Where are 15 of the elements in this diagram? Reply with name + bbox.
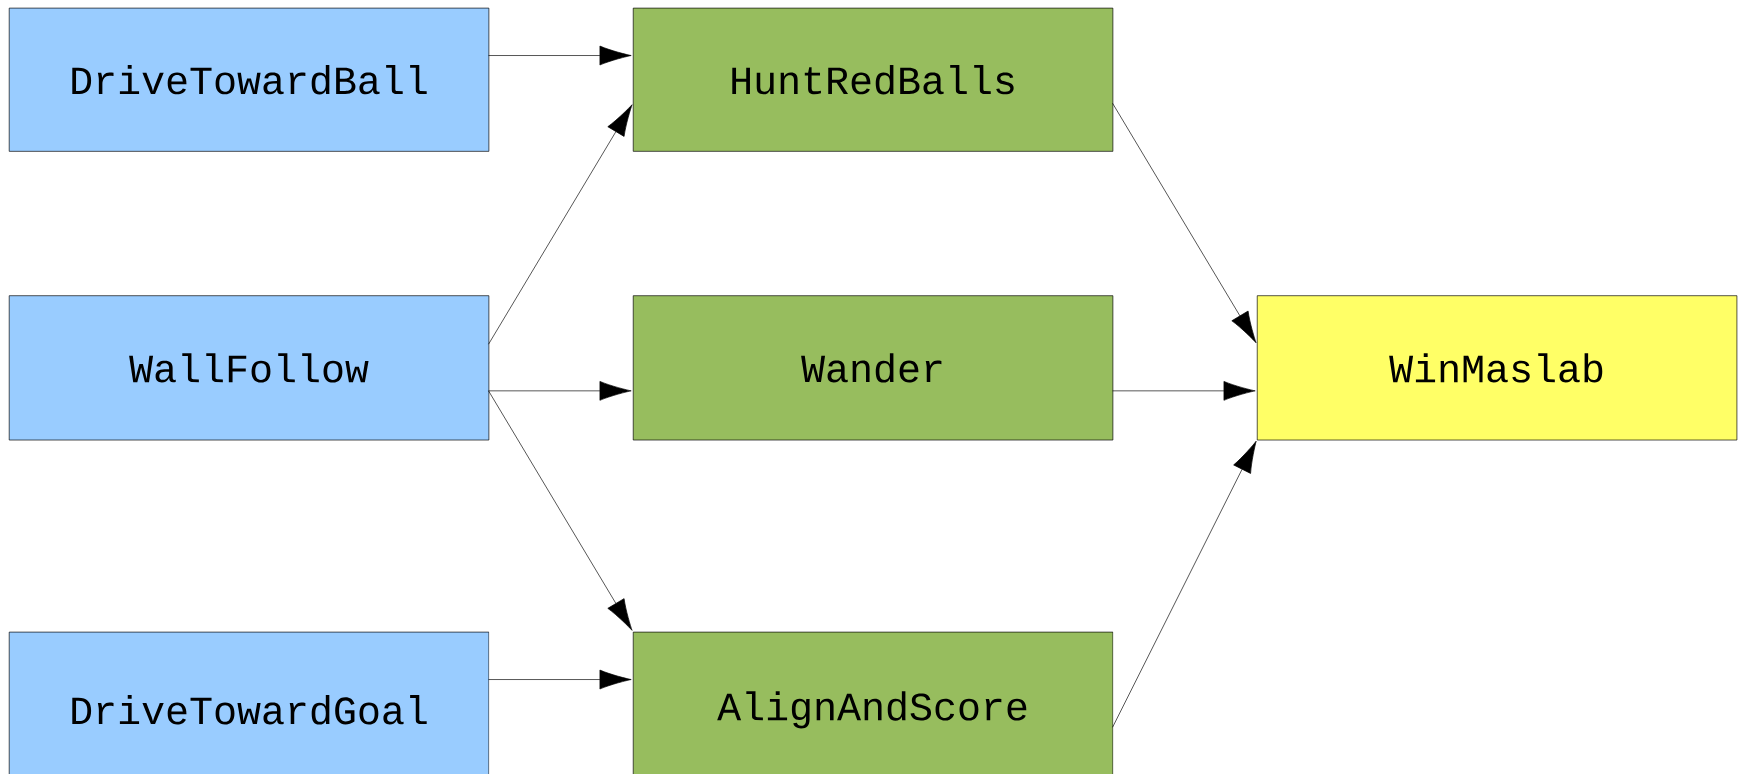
arrow [488, 390, 633, 631]
arrow [488, 45, 632, 66]
process-box: HuntRedBalls [632, 7, 1114, 152]
arrow [1112, 381, 1256, 401]
process-box: WallFollow [8, 295, 490, 441]
arrow [1112, 102, 1257, 344]
arrow [488, 104, 633, 345]
arrow [488, 669, 632, 690]
process-box: WinMaslab [1256, 295, 1738, 441]
process-box: Wander [632, 295, 1114, 441]
process-box: AlignAndScore [632, 631, 1114, 774]
arrow [488, 381, 632, 401]
process-box: DriveTowardGoal [8, 631, 490, 774]
arrow [1112, 440, 1257, 728]
process-box: DriveTowardBall [8, 7, 490, 152]
